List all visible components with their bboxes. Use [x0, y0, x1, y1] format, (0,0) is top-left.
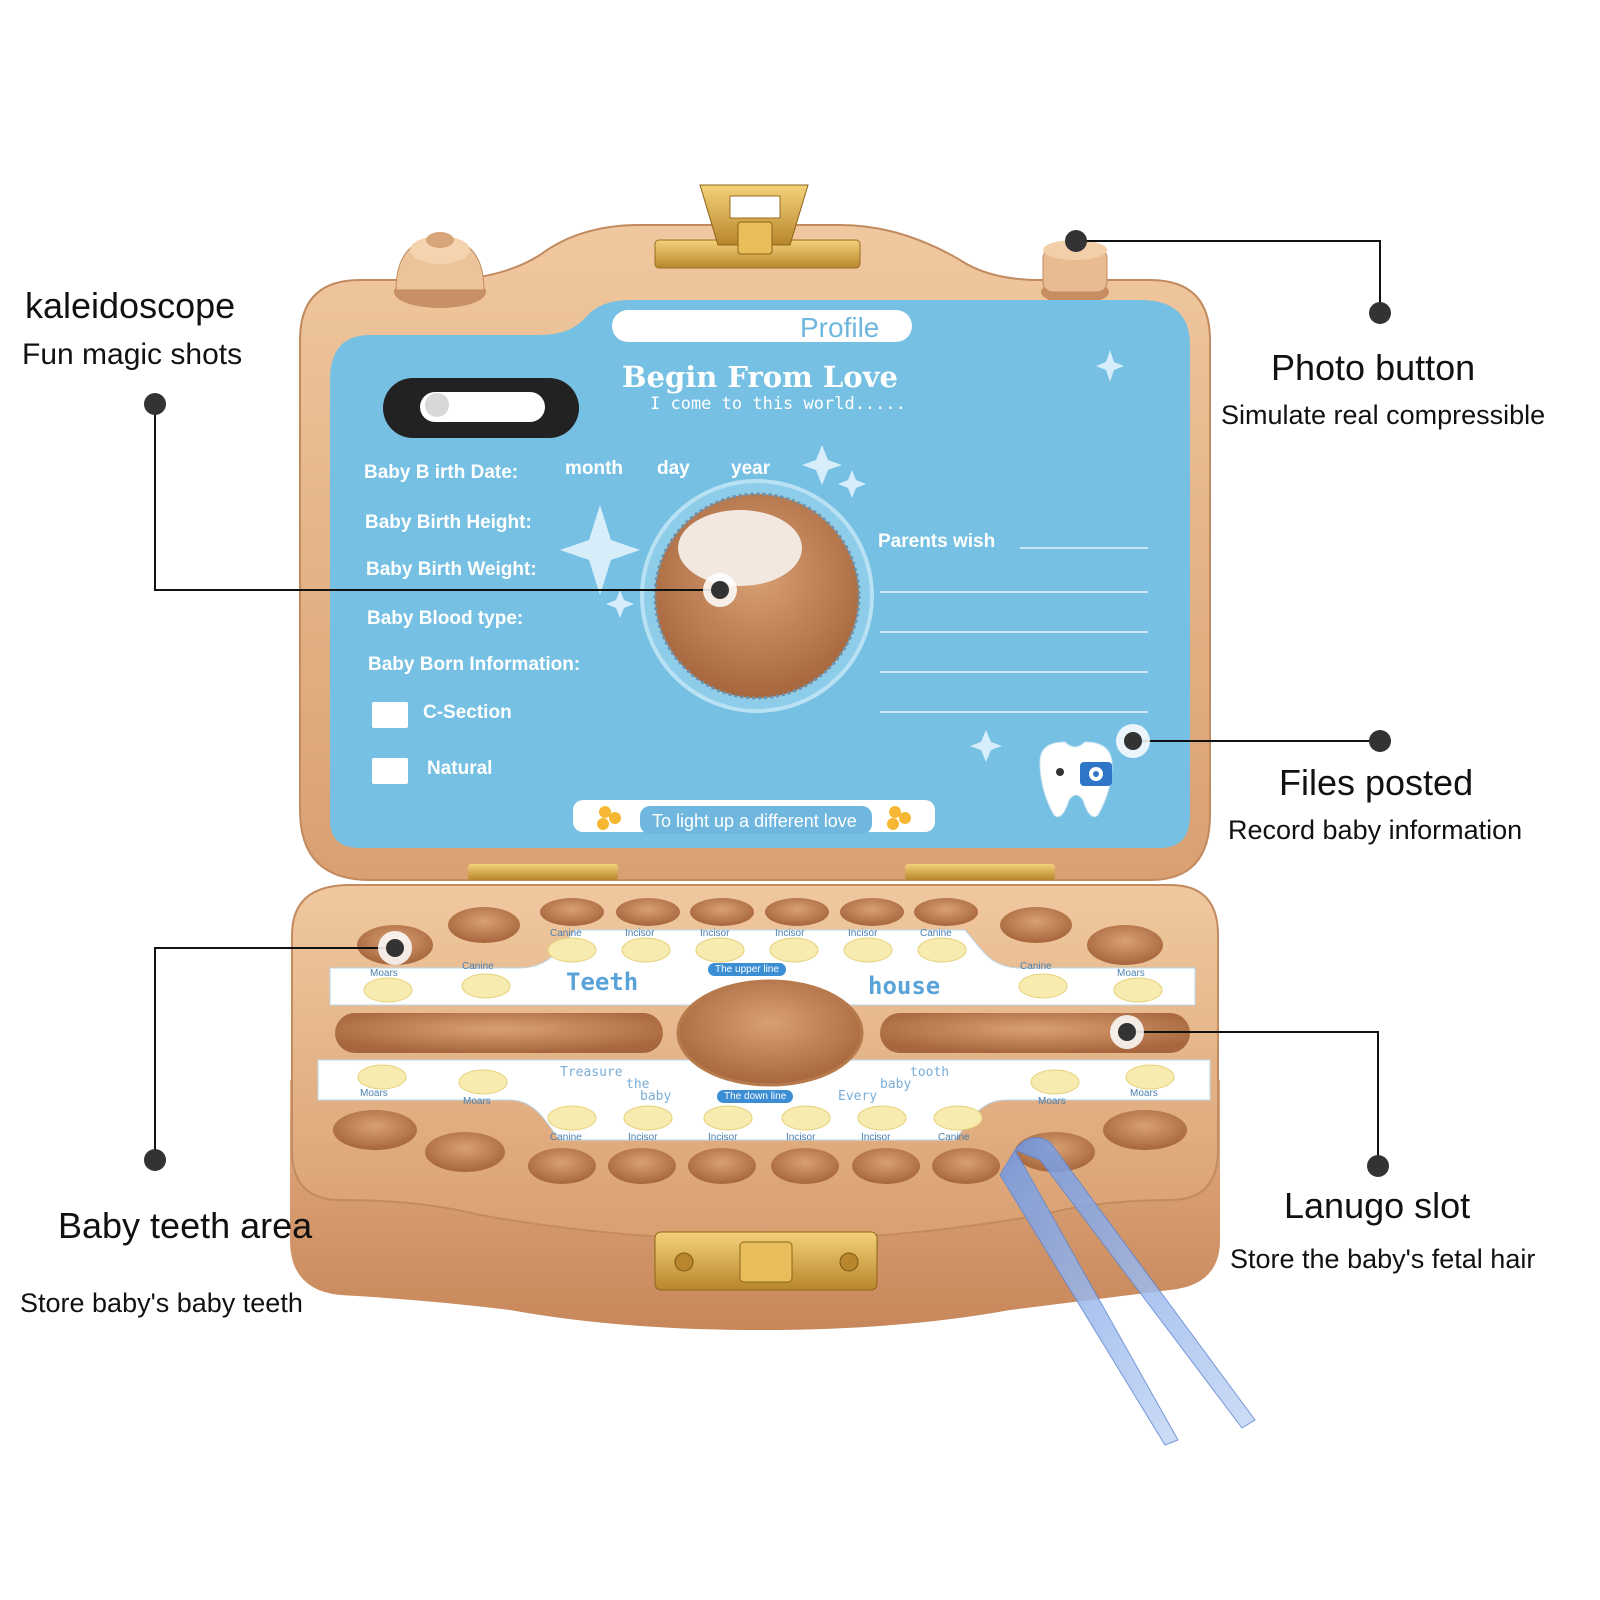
files-posted-title: Files posted — [1279, 762, 1474, 803]
tooth-label: Incisor — [786, 1132, 816, 1143]
tooth-label: Canine — [938, 1132, 970, 1143]
tooth-label: Incisor — [625, 928, 655, 939]
lid — [299, 184, 1211, 881]
tooth-label: Incisor — [628, 1132, 658, 1143]
tooth-label: Incisor — [775, 928, 805, 939]
tooth-label: Canine — [1020, 961, 1052, 972]
lower-teeth-holes[interactable] — [333, 1110, 1187, 1184]
photo-button[interactable] — [1041, 240, 1109, 304]
birth-date-label: Baby B irth Date: — [364, 462, 519, 483]
tooth-label: Canine — [550, 1132, 582, 1143]
month-label: month — [565, 458, 624, 479]
blood-label: Baby Blood type: — [367, 608, 524, 629]
tooth-label: Moars — [1038, 1096, 1066, 1107]
profile-label: Profile — [800, 312, 880, 343]
tagline: I come to this world..... — [650, 394, 906, 414]
kaleidoscope-title: kaleidoscope — [25, 285, 236, 326]
lower-tooth-markers — [357, 1064, 1175, 1131]
parents-wish-label: Parents wish — [878, 531, 996, 552]
front-clasp[interactable] — [654, 1231, 878, 1291]
lanugo-slot-subtitle: Store the baby's fetal hair — [1230, 1244, 1536, 1274]
baby-word-2: baby — [880, 1077, 912, 1092]
height-label: Baby Birth Height: — [365, 512, 532, 533]
tooth-label: Incisor — [700, 928, 730, 939]
photo-button-title: Photo button — [1271, 347, 1476, 388]
flower-icon — [597, 806, 911, 830]
born-info-label: Baby Born Information: — [368, 654, 581, 675]
baby-teeth-area-title: Baby teeth area — [58, 1205, 313, 1246]
tooth-label: Moars — [1117, 968, 1145, 979]
upper-tooth-markers — [363, 937, 1163, 1003]
natural-checkbox[interactable] — [372, 758, 408, 784]
lanugo-slot-right[interactable] — [880, 1013, 1190, 1053]
house-word: house — [868, 972, 941, 1000]
teeth-word: Teeth — [566, 968, 639, 996]
hinge-right — [905, 864, 1055, 880]
baby-word: baby — [640, 1089, 672, 1104]
parents-wish-lines — [880, 547, 1148, 713]
tray — [290, 884, 1256, 1446]
the-word: the — [626, 1077, 650, 1092]
tweezers[interactable] — [999, 1137, 1256, 1446]
down-line-pill: The down line — [717, 1090, 794, 1103]
every-word: Every — [838, 1089, 878, 1104]
lanugo-slot-left[interactable] — [335, 1013, 663, 1053]
target-markers — [378, 230, 1150, 1049]
lanugo-slot-title: Lanugo slot — [1284, 1185, 1471, 1226]
kaleidoscope-subtitle: Fun magic shots — [22, 338, 243, 371]
tooth-label: Moars — [360, 1088, 388, 1099]
top-clasp[interactable] — [654, 184, 861, 269]
tooth-label: Moars — [370, 968, 398, 979]
tooth-word: tooth — [910, 1065, 950, 1080]
profile-banner — [612, 310, 912, 342]
files-posted-subtitle: Record baby information — [1228, 815, 1523, 845]
tooth-label: Canine — [462, 961, 494, 972]
kaleidoscope-switch[interactable] — [383, 378, 579, 438]
photo-button-subtitle: Simulate real compressible — [1221, 400, 1546, 430]
headline: Begin From Love — [622, 360, 898, 394]
tooth-label: Incisor — [848, 928, 878, 939]
leader-lines — [154, 240, 1381, 1166]
tooth-label: Incisor — [708, 1132, 738, 1143]
dial-knob[interactable] — [394, 232, 486, 308]
treasure-word: Treasure — [560, 1065, 623, 1080]
tooth-label: Canine — [550, 928, 582, 939]
kaleidoscope-lens[interactable] — [640, 479, 874, 713]
year-label: year — [731, 458, 771, 479]
c-section-label: C-Section — [423, 702, 512, 723]
day-label: day — [657, 458, 690, 479]
leader-dots — [144, 302, 1391, 1177]
center-cup[interactable] — [676, 979, 864, 1087]
weight-label: Baby Birth Weight: — [366, 559, 537, 580]
footer-text: To light up a different love — [652, 811, 857, 831]
tooth-label: Canine — [920, 928, 952, 939]
upper-line-pill: The upper line — [708, 963, 786, 976]
c-section-checkbox[interactable] — [372, 702, 408, 728]
baby-teeth-area-subtitle: Store baby's baby teeth — [20, 1288, 303, 1318]
hinge-left — [468, 864, 618, 880]
tooth-label: Incisor — [861, 1132, 891, 1143]
upper-teeth-holes[interactable] — [357, 898, 1163, 965]
camera-icon — [1080, 762, 1112, 786]
tooth-label: Moars — [1130, 1088, 1158, 1099]
tooth-label: Moars — [463, 1096, 491, 1107]
sparkle-icon — [560, 350, 1124, 762]
natural-label: Natural — [427, 758, 493, 779]
tooth-mascot-icon — [1039, 741, 1113, 818]
